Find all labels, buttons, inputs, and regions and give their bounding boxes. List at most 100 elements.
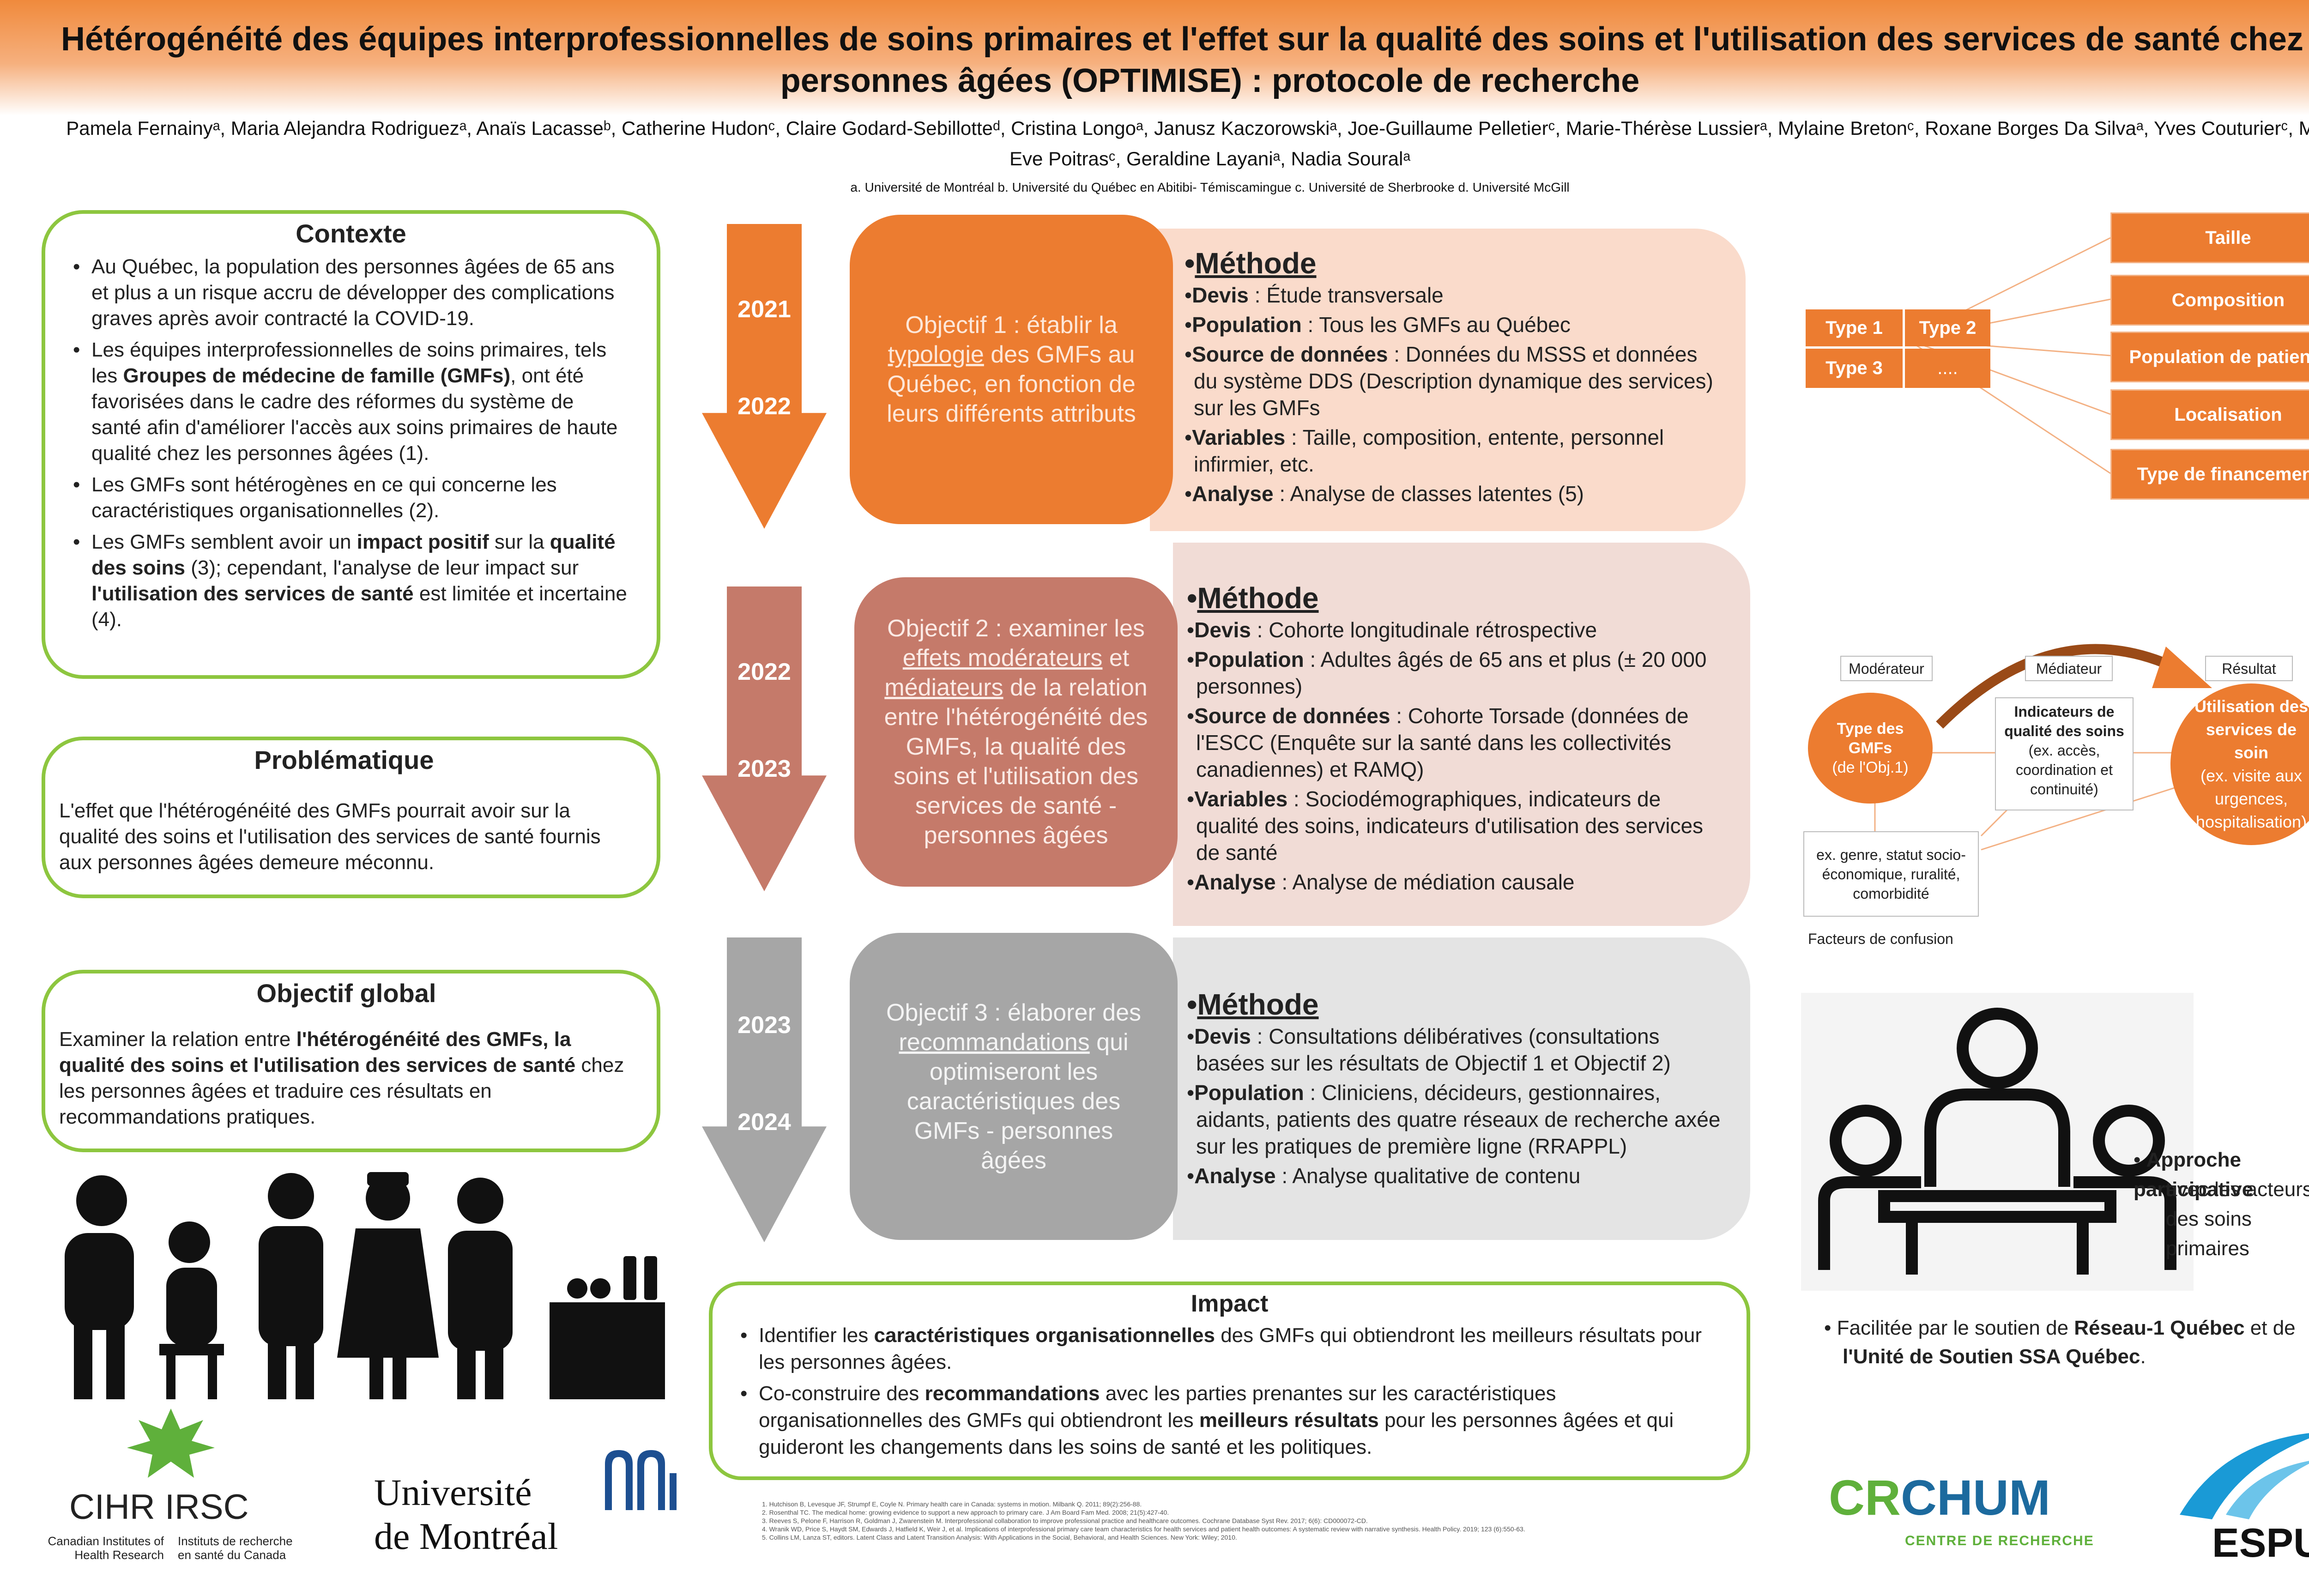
poster-title: Hétérogénéité des équipes interprofessio… xyxy=(61,21,2309,99)
method-1-population: •Population : Tous les GMFs au Québec xyxy=(1185,313,1571,337)
udem-emblem xyxy=(605,1450,677,1510)
reference-4: 4. Wranik WD, Price S, Haydt SM, Edwards… xyxy=(762,1525,1525,1533)
method-2-title: Méthode xyxy=(1187,580,1723,617)
cihr-leaf-logo xyxy=(127,1409,215,1478)
support-text: • Facilitée par le soutien de Réseau-1 Q… xyxy=(1824,1317,2296,1368)
problematique-text: L'effet que l'hétérogénéité des GMFs pou… xyxy=(59,799,601,874)
crchum-chum: CHUM xyxy=(1901,1469,2050,1525)
header-banner xyxy=(0,0,2309,115)
moderation-arc-arrow xyxy=(1936,644,2182,729)
reference-1: 1. Hutchison B, Levesque JF, Strumpf E, … xyxy=(762,1500,1142,1508)
reference-5: 5. Collins LM, Lanza ST, editors. Latent… xyxy=(762,1534,1237,1541)
patient-body xyxy=(166,1268,217,1346)
outcome-title: Utilisation des services de soin xyxy=(2194,697,2309,762)
year-2021: 2021 xyxy=(737,296,791,323)
contexte-item-2: Les équipes interprofessionnelles de soi… xyxy=(73,337,629,466)
method-2-analyse: •Analyse : Analyse de médiation causale xyxy=(1187,870,1575,894)
attribute-composition: Composition xyxy=(2110,275,2309,326)
participatory-text: • Approche participative avec les acteur… xyxy=(2134,1145,2309,1264)
attribute-financement: Type de financement xyxy=(2110,449,2309,500)
year-2024: 2024 xyxy=(737,1109,791,1136)
participatory-bold: Approche participative xyxy=(2134,1149,2254,1201)
objective-3: Objectif 3 : élaborer des recommandation… xyxy=(850,933,1178,1240)
timeline-arrow-1 xyxy=(702,224,827,529)
moderator-subtitle: (de l'Obj.1) xyxy=(1832,759,1909,776)
outcome-detail: (ex. visite aux urgences, hospitalisatio… xyxy=(2195,766,2307,831)
counter xyxy=(550,1302,665,1399)
timeline-arrow-3 xyxy=(702,937,827,1242)
objectif-global-box: Objectif global Examiner la relation ent… xyxy=(42,970,660,1152)
attribute-localisation: Localisation xyxy=(2110,389,2309,440)
reference-3: 3. Reeves S, Pelone F, Harrison R, Goldm… xyxy=(762,1517,1368,1524)
authors: Pamela Fernainyᵃ, Maria Alejandra Rodrig… xyxy=(66,117,2309,169)
espum-logo-text: ESPUM xyxy=(2212,1520,2309,1566)
crchum-cr: CR xyxy=(1829,1469,1901,1525)
method-2: Méthode •Devis : Cohorte longitudinale r… xyxy=(1178,570,1736,907)
method-3: Méthode •Devis : Consultations délibérat… xyxy=(1178,977,1736,1201)
affiliations: a. Université de Montréal b. Université … xyxy=(850,180,1570,194)
type-more-cell: .... xyxy=(1905,349,1990,388)
method-1-source: •Source de données : Données du MSSS et … xyxy=(1185,342,1713,420)
label-mediateur: Médiateur xyxy=(2025,656,2113,681)
doctor-head xyxy=(76,1175,127,1226)
doctor-body xyxy=(65,1233,134,1330)
method-2-devis: •Devis : Cohorte longitudinale rétrospec… xyxy=(1187,618,1597,642)
contexte-box: Contexte Au Québec, la population des pe… xyxy=(42,210,660,679)
year-2022-b: 2022 xyxy=(737,659,791,685)
year-2023-b: 2023 xyxy=(737,1012,791,1039)
moderator-circle: Type des GMFs (de l'Obj.1) xyxy=(1808,693,1933,804)
problematique-heading: Problématique xyxy=(254,745,434,774)
attribute-population: Population de patients xyxy=(2110,332,2309,382)
confounders-box: ex. genre, statut socio-économique, rura… xyxy=(1803,831,1979,917)
cihr-english: Canadian Institutes of Health Research xyxy=(48,1534,164,1562)
objectif-global-text: Examiner la relation entre l'hétérogénéi… xyxy=(59,1028,624,1128)
impact-item-1: Identifier les caractéristiques organisa… xyxy=(740,1322,1719,1376)
impact-box: Impact Identifier les caractéristiques o… xyxy=(709,1282,1750,1480)
method-3-devis: •Devis : Consultations délibératives (co… xyxy=(1187,1024,1671,1075)
method-1-devis: •Devis : Étude transversale xyxy=(1185,283,1444,307)
objective-2: Objectif 2 : examiner les effets modérat… xyxy=(854,577,1178,887)
mediator-title: Indicateurs de qualité des soins xyxy=(2004,703,2124,739)
label-resultat: Résultat xyxy=(2205,656,2293,681)
objective-1: Objectif 1 : établir la typologie des GM… xyxy=(850,215,1173,524)
method-3-population: •Population : Cliniciens, décideurs, ges… xyxy=(1187,1081,1721,1158)
method-1-variables: •Variables : Taille, composition, entent… xyxy=(1185,425,1664,476)
contexte-list: Au Québec, la population des personnes â… xyxy=(73,254,629,633)
clinicians-illustration xyxy=(65,1172,665,1399)
attribute-taille: Taille xyxy=(2110,212,2309,263)
method-2-source: •Source de données : Cohorte Torsade (do… xyxy=(1187,704,1689,781)
impact-item-2: Co-construire des recommandations avec l… xyxy=(740,1380,1719,1461)
udem-logo-line2: de Montréal xyxy=(374,1515,558,1557)
cihr-logo-text: CIHR IRSC xyxy=(69,1487,249,1527)
type-3-cell: Type 3 xyxy=(1806,349,1903,388)
method-3-analyse: •Analyse : Analyse qualitative de conten… xyxy=(1187,1164,1581,1188)
year-2022-a: 2022 xyxy=(737,393,791,420)
mediator-box: Indicateurs de qualité des soins (ex. ac… xyxy=(1995,697,2134,810)
method-1-title: Méthode xyxy=(1185,245,1720,282)
participatory-rest: avec les acteurs des soins primaires xyxy=(2166,1178,2309,1260)
confounders-text: ex. genre, statut socio-économique, rura… xyxy=(1816,846,1966,902)
meeting-icon xyxy=(1818,1008,2176,1275)
impact-list: Identifier les caractéristiques organisa… xyxy=(740,1322,1719,1461)
contexte-heading: Contexte xyxy=(296,219,406,248)
reference-2: 2. Rosenthal TC. The medical home: growi… xyxy=(762,1509,1169,1516)
method-2-population: •Population : Adultes âgés de 65 ans et … xyxy=(1187,647,1707,698)
meeting-illustration-bg xyxy=(1801,993,2194,1291)
crchum-subtitle: CENTRE DE RECHERCHE xyxy=(1905,1533,2094,1548)
references: 1. Hutchison B, Levesque JF, Strumpf E, … xyxy=(762,1500,1639,1542)
contexte-item-1: Au Québec, la population des personnes â… xyxy=(73,254,629,332)
type-2-cell: Type 2 xyxy=(1905,309,1990,346)
cihr-french: Instituts de recherche en santé du Canad… xyxy=(178,1534,293,1562)
moderator-title: Type des GMFs xyxy=(1837,720,1904,757)
impact-heading: Impact xyxy=(1191,1290,1269,1317)
patient-head xyxy=(169,1221,210,1263)
type-1-cell: Type 1 xyxy=(1806,309,1903,346)
udem-logo-line1: Université xyxy=(374,1471,532,1513)
contexte-item-3: Les GMFs sont hétérogènes en ce qui conc… xyxy=(73,472,629,524)
mediator-detail: (ex. accès, coordination et continuité) xyxy=(2016,742,2113,798)
crchum-logo: CRCHUM xyxy=(1829,1469,2050,1526)
label-moderateur: Modérateur xyxy=(1840,656,1933,681)
espum-wave-logo xyxy=(2180,1433,2309,1519)
outcome-circle: Utilisation des services de soin (ex. vi… xyxy=(2170,683,2309,845)
method-3-title: Méthode xyxy=(1187,986,1723,1023)
